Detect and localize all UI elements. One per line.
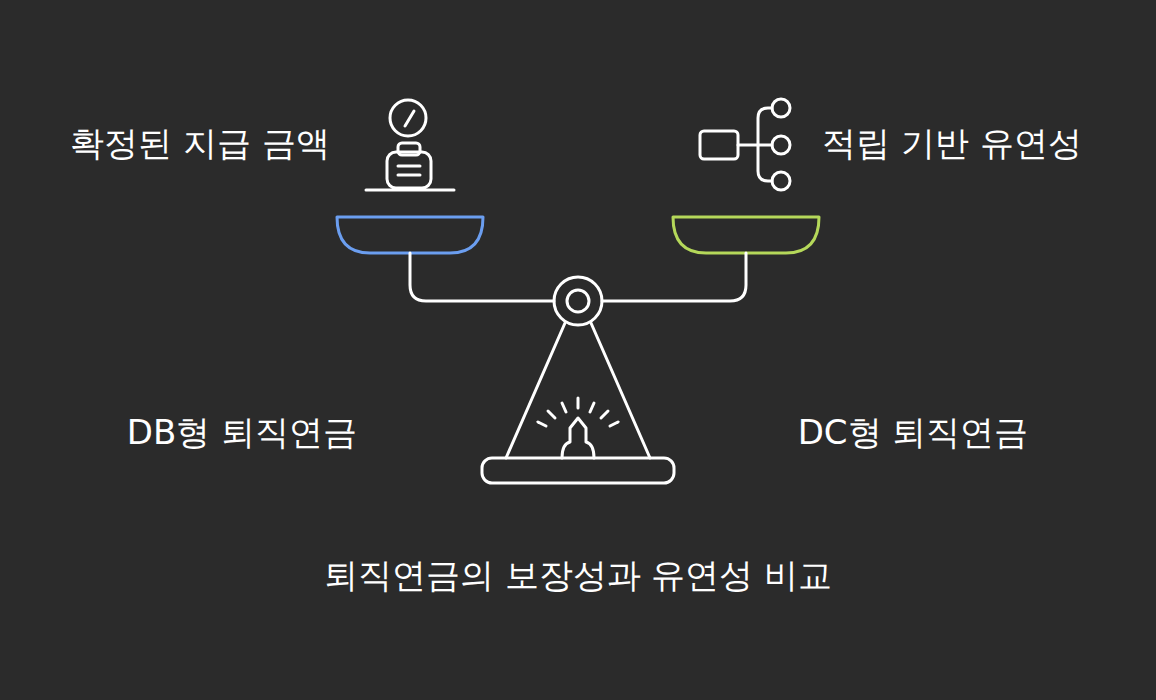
alarm-light bbox=[538, 398, 618, 458]
right-pan bbox=[673, 217, 819, 253]
flexibility-icon bbox=[700, 99, 790, 190]
scale-base bbox=[482, 458, 674, 483]
flexibility-label: 적립 기반 유연성 bbox=[822, 123, 1082, 164]
caption-text: 퇴직연금의 보장성과 유연성 비교 bbox=[324, 555, 832, 596]
db-label: DB형 퇴직연금 bbox=[127, 412, 357, 453]
left-pan bbox=[337, 217, 483, 253]
scale-stand bbox=[506, 323, 650, 458]
pivot bbox=[554, 277, 602, 325]
fixed-payment-icon bbox=[366, 100, 454, 190]
payment-label: 확정된 지급 금액 bbox=[70, 123, 330, 164]
dc-label: DC형 퇴직연금 bbox=[798, 412, 1029, 453]
